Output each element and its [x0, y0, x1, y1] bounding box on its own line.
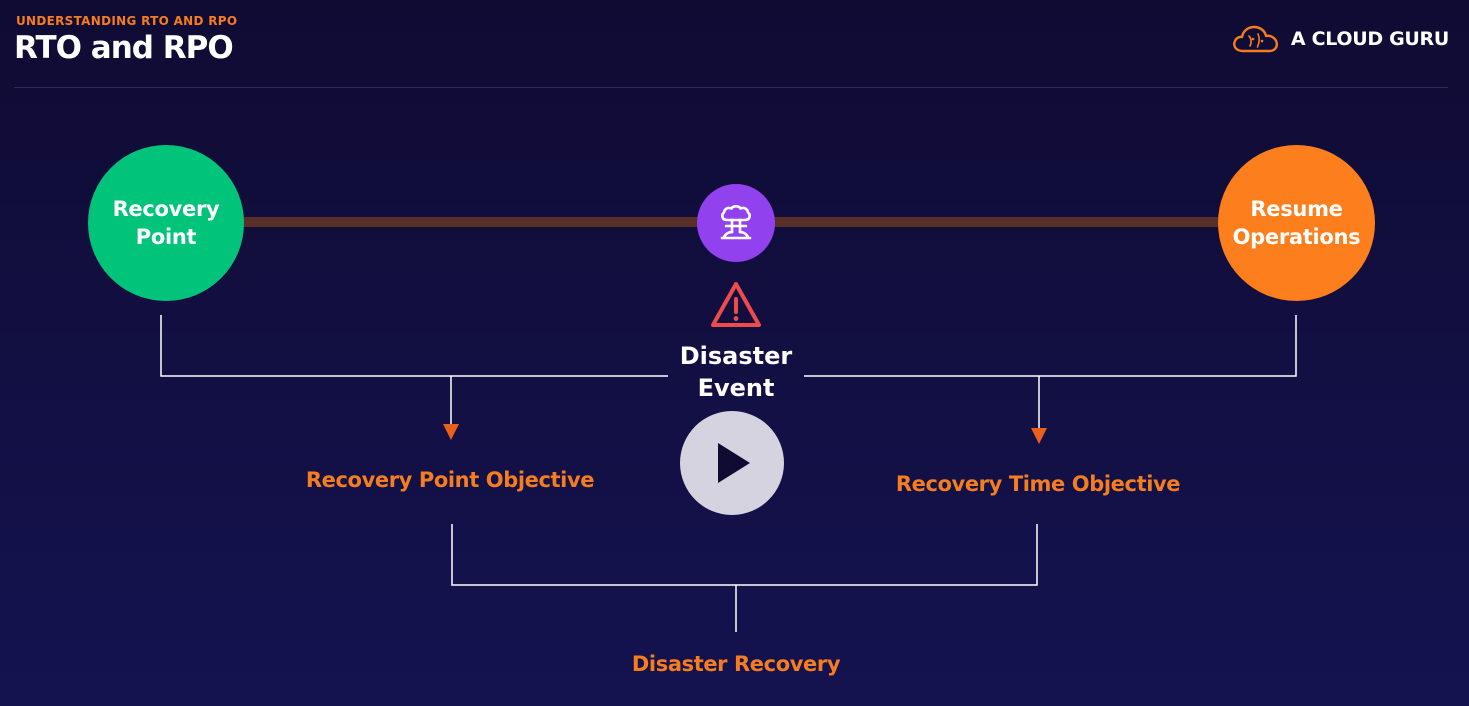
rpo-arrowhead — [443, 424, 459, 440]
disaster-recovery-label: Disaster Recovery — [631, 652, 841, 676]
brand-logo: A CLOUD GURU — [1231, 24, 1449, 54]
resume-operations-circle: Resume Operations — [1218, 145, 1375, 301]
play-button[interactable] — [680, 411, 784, 515]
rto-arrowhead — [1031, 428, 1047, 444]
rto-connector — [804, 315, 1297, 428]
dr-bracket — [451, 524, 1038, 632]
rto-label: Recovery Time Objective — [895, 472, 1181, 496]
warning-triangle-icon — [711, 282, 761, 327]
disaster-icon-circle — [697, 184, 775, 262]
rpo-label: Recovery Point Objective — [305, 468, 595, 492]
brand-name: A CLOUD GURU — [1290, 28, 1449, 50]
mushroom-cloud-icon — [720, 204, 752, 240]
recovery-point-circle: Recovery Point — [88, 145, 244, 301]
resume-operations-label: Resume Operations — [1232, 197, 1361, 249]
header-divider — [14, 87, 1448, 88]
recovery-point-label: Recovery Point — [112, 197, 220, 249]
cloud-logo-icon — [1232, 25, 1278, 53]
play-icon — [718, 443, 750, 483]
eyebrow-label: UNDERSTANDING RTO AND RPO — [16, 14, 238, 28]
rpo-connector — [160, 315, 668, 424]
page-title: RTO and RPO — [14, 30, 234, 66]
disaster-event-label: Disaster Event — [679, 342, 793, 402]
